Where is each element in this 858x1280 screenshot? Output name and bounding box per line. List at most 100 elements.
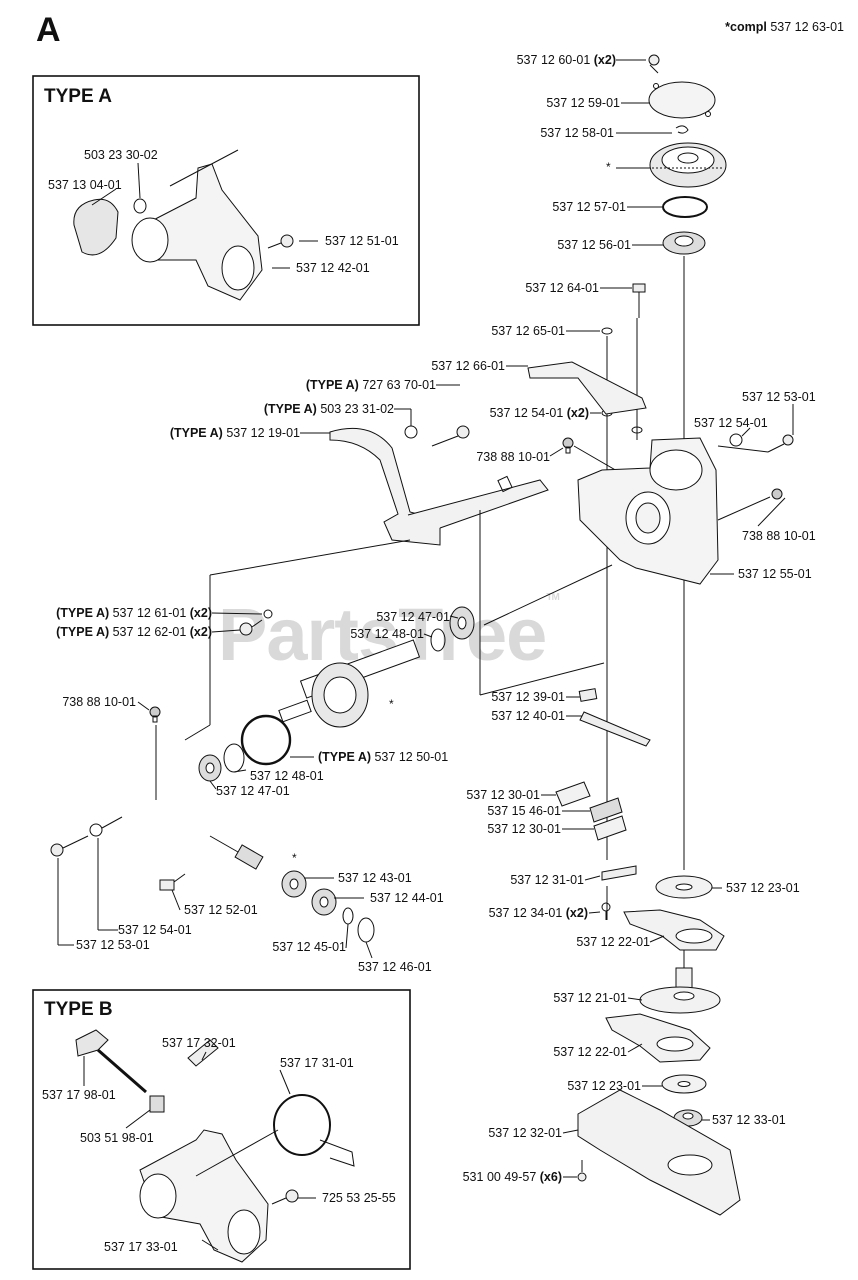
lever-22b-icon <box>605 1013 711 1063</box>
part-label-p13: 738 88 10-01 <box>742 529 816 543</box>
snap-ring-icon <box>662 196 708 218</box>
part-label-p8: 537 12 66-01 <box>431 359 505 373</box>
plate-40-icon <box>579 711 651 747</box>
type-b-frame <box>32 989 411 1270</box>
bearing-47-icon <box>449 606 475 640</box>
block-30b-icon <box>593 815 627 841</box>
part-label-p6: 537 12 64-01 <box>525 281 599 295</box>
part-label-p38: 537 12 22-01 <box>576 935 650 949</box>
splined-hub-21-icon <box>639 967 721 1014</box>
part-label-a1: 503 23 30-02 <box>84 148 158 162</box>
part-label-p44: 537 12 23-01 <box>567 1079 641 1093</box>
star-marker: * <box>292 851 297 865</box>
washer-65-icon <box>601 327 613 335</box>
part-label-p10: 738 88 10-01 <box>476 450 550 464</box>
pawl-b-icon <box>187 1039 219 1067</box>
lever-22-icon <box>623 909 725 951</box>
washer-31-icon <box>404 425 418 439</box>
o-ring-50-icon <box>240 714 292 766</box>
screw-34-icon <box>601 902 611 920</box>
part-label-p3: 537 12 58-01 <box>540 126 614 140</box>
grease-nipple-2-icon <box>771 488 783 500</box>
star-marker: * <box>389 697 394 711</box>
bevel-gear-top-icon <box>649 142 727 188</box>
gear-housing-icon <box>577 437 719 585</box>
washer-61-icon <box>263 609 273 619</box>
part-label-a2: 537 13 04-01 <box>48 178 122 192</box>
part-label-p45: 537 12 33-01 <box>712 1113 786 1127</box>
part-label-p28: 537 12 30-01 <box>466 788 540 802</box>
screw-a-icon <box>267 234 294 249</box>
bearing-44b-icon <box>311 888 337 916</box>
washer-54-icon <box>729 433 743 447</box>
part-label-p41: 537 12 46-01 <box>358 960 432 974</box>
type-b-title: TYPE B <box>44 999 113 1020</box>
part-label-p29: 537 15 46-01 <box>487 804 561 818</box>
part-label-p33: 537 12 31-01 <box>510 873 584 887</box>
gear-case-32-icon <box>577 1089 741 1216</box>
part-label-p37: 537 12 54-01 <box>118 923 192 937</box>
part-label-p2: 537 12 59-01 <box>546 96 620 110</box>
part-label-p5: 537 12 56-01 <box>557 238 631 252</box>
part-label-p42: 537 12 21-01 <box>553 991 627 1005</box>
block-30-icon <box>555 781 591 807</box>
handle-19-icon <box>329 427 441 546</box>
part-label-p21: 537 12 48-01 <box>350 627 424 641</box>
circlip-small-icon <box>675 125 689 134</box>
part-label-p19: (TYPE A) 537 12 62-01 (x2) <box>56 625 212 639</box>
ring-bracket-b-icon <box>273 1094 355 1167</box>
part-label-a4: 537 12 42-01 <box>296 261 370 275</box>
part-label-p30: 537 12 30-01 <box>487 822 561 836</box>
part-label-p15: (TYPE A) 727 63 70-01 <box>305 378 436 392</box>
bearing-top-icon <box>662 231 706 255</box>
type-a-title: TYPE A <box>44 86 112 107</box>
screw-b-icon <box>271 1189 299 1205</box>
washer-54b-icon <box>89 823 103 837</box>
screw-52-icon <box>159 873 186 891</box>
knob-a-icon <box>73 198 119 256</box>
part-label-p20: 537 12 47-01 <box>376 610 450 624</box>
circlip-48b-icon <box>223 743 245 773</box>
clamp-a-icon <box>131 163 263 301</box>
plate-39-icon <box>578 688 598 702</box>
part-label-p11: 537 12 53-01 <box>742 390 816 404</box>
screw-57-icon <box>577 1160 587 1182</box>
part-label-p7: 537 12 65-01 <box>491 324 565 338</box>
part-label-b5: 725 53 25-55 <box>322 1191 396 1205</box>
part-label-b4: 503 51 98-01 <box>80 1131 154 1145</box>
part-label-p39: 537 12 53-01 <box>76 938 150 952</box>
part-label-a3: 537 12 51-01 <box>325 234 399 248</box>
screw-62-icon <box>239 619 263 636</box>
part-label-b1: 537 17 32-01 <box>162 1036 236 1050</box>
screw-top-icon <box>648 54 660 74</box>
part-label-b6: 537 17 33-01 <box>104 1240 178 1254</box>
part-label-p26: 537 12 48-01 <box>250 769 324 783</box>
screw-53-icon <box>767 434 794 453</box>
part-label-p1: 537 12 60-01 (x2) <box>516 53 616 67</box>
bearing-47b-icon <box>198 754 222 782</box>
grease-nipple-3-icon <box>149 706 161 723</box>
part-label-p40: 537 12 45-01 <box>272 940 346 954</box>
part-label-p22: 738 88 10-01 <box>62 695 136 709</box>
circlip-48-icon <box>430 628 446 652</box>
plate-31-icon <box>601 865 637 881</box>
part-label-p18: (TYPE A) 537 12 61-01 (x2) <box>56 606 212 620</box>
grease-nipple-icon <box>562 437 574 454</box>
part-label-p47: 531 00 49-57 (x6) <box>462 1170 562 1184</box>
cover-plate-icon <box>648 81 716 119</box>
part-label-p17: (TYPE A) 537 12 19-01 <box>169 426 300 440</box>
part-label-p36: 537 12 34-01 (x2) <box>488 906 588 920</box>
washer-a-icon <box>133 198 147 214</box>
screw-64-icon <box>632 283 646 318</box>
section-letter: A <box>36 11 61 49</box>
circlip-45-icon <box>342 907 354 925</box>
part-label-p34: 537 12 23-01 <box>726 881 800 895</box>
part-label-p25: (TYPE A) 537 12 50-01 <box>318 750 449 764</box>
knob-b-icon <box>75 1029 109 1057</box>
part-label-p14: 537 12 55-01 <box>738 567 812 581</box>
part-label-p43: 537 12 22-01 <box>553 1045 627 1059</box>
part-label-p31: 537 12 43-01 <box>338 871 412 885</box>
part-label-p23: 537 12 39-01 <box>491 690 565 704</box>
part-label-p4: 537 12 57-01 <box>552 200 626 214</box>
